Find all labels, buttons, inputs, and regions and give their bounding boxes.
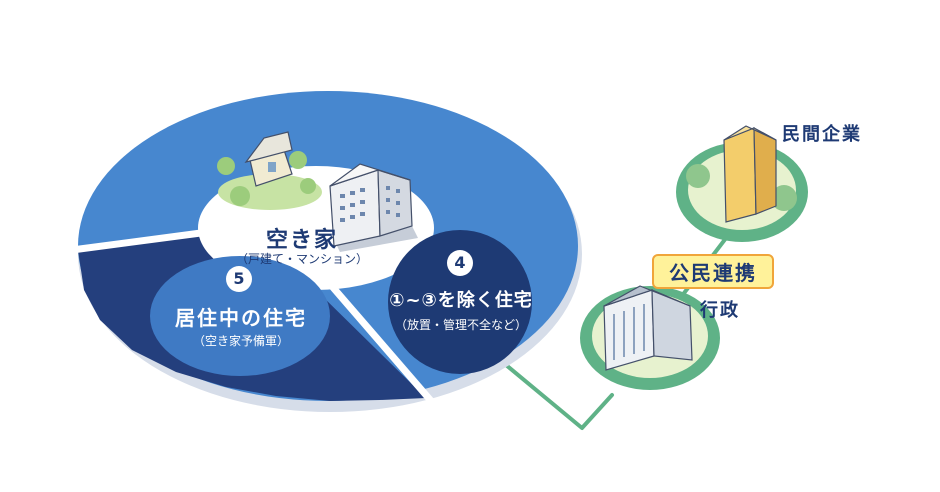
- private-company-node: [676, 125, 808, 242]
- tree-icon: [771, 185, 797, 211]
- hedge-icon: [300, 178, 316, 194]
- separators: [71, 227, 435, 405]
- hedge-icon: [289, 151, 307, 169]
- house-window: [268, 162, 276, 172]
- segment4-number-badge: 4: [447, 250, 473, 276]
- public-private-partnership-label: 公民連携: [652, 254, 774, 289]
- separator-right: [327, 281, 435, 405]
- segment4-title: ①~③を除く住宅: [389, 290, 533, 311]
- tree-icon: [686, 164, 710, 188]
- mansion-roof: [329, 163, 411, 187]
- office-tower-top: [723, 125, 777, 141]
- government-windows: [613, 304, 645, 360]
- office-tower-side: [753, 126, 777, 215]
- hedge-icon: [217, 157, 235, 175]
- segment4-subtitle: （放置・管理不全など）: [394, 318, 527, 332]
- separator-left: [71, 227, 217, 254]
- mansion-windows: [340, 186, 400, 222]
- mansion-right-face: [377, 169, 413, 237]
- segment5-title: 居住中の住宅: [175, 306, 307, 330]
- house-illustration: [217, 131, 322, 210]
- segment5-subtitle: （空き家予備軍）: [192, 334, 289, 348]
- office-tower-front: [723, 127, 757, 223]
- government-node: [580, 285, 720, 390]
- hedge-icon: [230, 186, 250, 206]
- house-roof: [244, 131, 293, 163]
- mansion-illustration: [329, 163, 418, 252]
- connector-disk-to-government: [504, 363, 614, 430]
- segment5-oval: [150, 256, 330, 376]
- government-building-roof: [603, 285, 691, 307]
- segment4-circle: [388, 230, 532, 374]
- vacant-subtitle: （戸建て・マンション）: [235, 252, 368, 266]
- segment5-number-badge: 5: [226, 266, 252, 292]
- private-company-label: 民間企業: [782, 124, 862, 145]
- vacant-title: 空き家: [265, 228, 338, 253]
- government-label: 行政: [700, 300, 740, 321]
